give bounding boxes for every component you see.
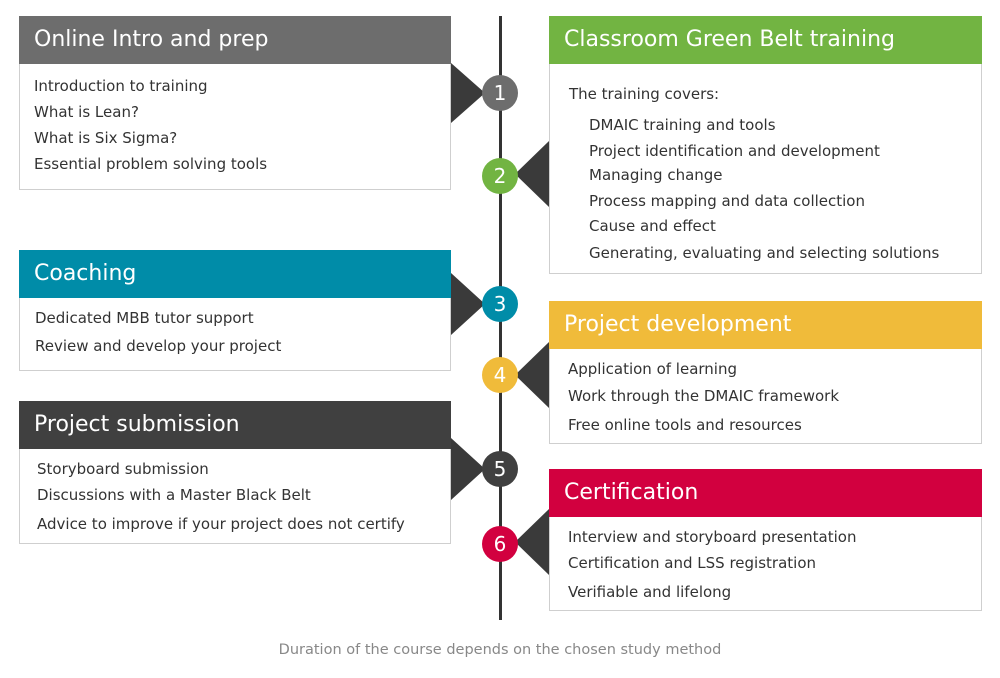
list-item: Free online tools and resources [568,416,802,434]
list-item: Project identification and development [589,142,880,160]
list-item: Cause and effect [589,217,716,235]
step-node-5: 5 [482,451,518,487]
footer-caption: Duration of the course depends on the ch… [278,642,722,658]
card-intro-text: The training covers: [569,85,720,103]
arrow-step-6 [515,509,549,575]
list-item: Essential problem solving tools [34,155,268,173]
list-item: Dedicated MBB tutor support [35,309,254,327]
list-item: Introduction to training [34,77,208,95]
list-item: Process mapping and data collection [589,192,865,210]
step-node-6: 6 [482,526,518,562]
card-project-submission: Project submission Storyboard submission… [19,401,451,544]
list-item: Managing change [589,166,723,184]
card-online-intro: Online Intro and prep Introduction to tr… [19,16,451,190]
card-title: Classroom Green Belt training [549,16,982,64]
list-item: Storyboard submission [37,460,209,478]
list-item: Work through the DMAIC framework [568,387,840,405]
arrow-step-4 [515,342,549,408]
list-item: DMAIC training and tools [589,116,776,134]
step-node-3: 3 [482,286,518,322]
card-title: Coaching [19,250,451,298]
list-item: Review and develop your project [35,337,282,355]
arrow-step-5 [451,438,485,500]
arrow-step-1 [451,63,485,123]
card-classroom-training: Classroom Green Belt training The traini… [549,16,982,274]
list-item: Discussions with a Master Black Belt [37,486,311,504]
step-node-4: 4 [482,357,518,393]
list-item: Certification and LSS registration [568,554,817,572]
step-node-2: 2 [482,158,518,194]
card-title: Online Intro and prep [19,16,451,64]
card-coaching: Coaching Dedicated MBB tutor support Rev… [19,250,451,371]
arrow-step-3 [451,273,485,335]
card-title: Project submission [19,401,451,449]
list-item: Application of learning [568,360,737,378]
list-item: What is Lean? [34,103,139,121]
card-title: Certification [549,469,982,517]
list-item: Interview and storyboard presentation [568,528,857,546]
card-project-development: Project development Application of learn… [549,301,982,444]
arrow-step-2 [515,141,549,207]
list-item: Generating, evaluating and selecting sol… [589,244,940,262]
list-item: Advice to improve if your project does n… [37,515,405,533]
list-item: What is Six Sigma? [34,129,178,147]
step-node-1: 1 [482,75,518,111]
list-item: Verifiable and lifelong [568,583,732,601]
card-certification: Certification Interview and storyboard p… [549,469,982,611]
card-title: Project development [549,301,982,349]
